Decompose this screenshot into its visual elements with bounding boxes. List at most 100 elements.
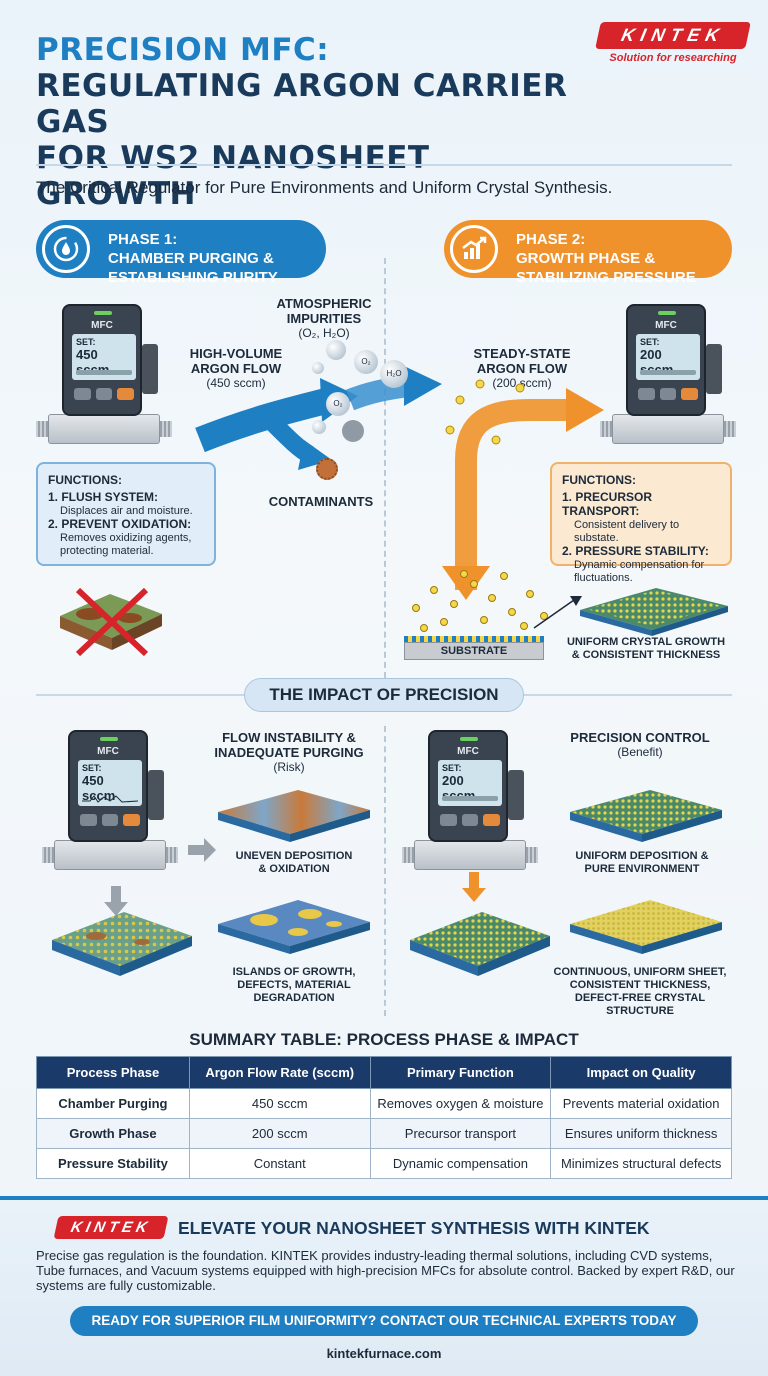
website-link[interactable]: kintekfurnace.com xyxy=(326,1346,442,1361)
mfc-display: SET: 200 sccm xyxy=(636,334,700,380)
risk-title: FLOW INSTABILITY & INADEQUATE PURGING (R… xyxy=(214,730,364,774)
risk-label-1: UNEVEN DEPOSITION & OXIDATION xyxy=(235,850,353,875)
phase2-flow-arrows xyxy=(442,379,604,600)
growth-chart-icon xyxy=(450,225,498,273)
mfc-label: MFC xyxy=(655,320,677,331)
uniform-crystal-sheet xyxy=(580,588,728,636)
uneven-deposition-sample xyxy=(218,790,370,842)
gray-down-arrow xyxy=(104,886,128,916)
phase1-flow-label: HIGH-VOLUME ARGON FLOW (450 sccm) xyxy=(189,346,283,390)
title-line-2: REGULATING ARGON CARRIER GAS xyxy=(36,68,568,140)
gray-right-arrow xyxy=(188,838,216,862)
orange-down-arrow xyxy=(462,872,486,902)
footer-logo: KINTEK xyxy=(53,1216,169,1239)
impurity-bubble xyxy=(312,362,324,374)
phase-divider xyxy=(384,258,386,678)
table-cell: Minimizes structural defects xyxy=(550,1148,732,1179)
summary-table: Process Phase Argon Flow Rate (sccm) Pri… xyxy=(36,1056,732,1179)
logo-tagline: Solution for researching xyxy=(609,52,737,64)
mfc-display: SET: 200 sccm xyxy=(438,760,502,806)
table-cell: Precursor transport xyxy=(369,1118,552,1149)
contaminants-label: CONTAMINANTS xyxy=(268,494,374,509)
table-cell: Removes oxygen & moisture xyxy=(369,1088,552,1119)
impurities-label: ATMOSPHERIC IMPURITIES (O₂, H₂O) xyxy=(276,296,372,340)
kintek-logo: KINTEK Solution for researching xyxy=(595,22,751,64)
phase1-mfc-device: MFC SET: 450 sccm xyxy=(36,304,172,454)
benefit-label-2: CONTINUOUS, UNIFORM SHEET, CONSISTENT TH… xyxy=(553,966,727,1017)
phase2-banner: PHASE 2: GROWTH PHASE & STABILIZING PRES… xyxy=(444,220,732,286)
mfc-set-label: SET: xyxy=(76,337,96,347)
col-header: Argon Flow Rate (sccm) xyxy=(188,1056,371,1089)
phase1-title-1: PHASE 1: xyxy=(108,231,178,248)
impurity-bubble xyxy=(326,340,346,360)
mfc-label: MFC xyxy=(457,746,479,757)
phase2-title-3: STABILIZING PRESSURE xyxy=(516,269,696,286)
mfc-label: MFC xyxy=(91,320,113,331)
purge-drop-icon xyxy=(42,225,90,273)
impurity-bubble xyxy=(312,420,326,434)
phase2-title-1: PHASE 2: xyxy=(516,231,586,248)
defective-crystal-sample xyxy=(52,912,192,976)
table-cell: Chamber Purging xyxy=(36,1088,190,1119)
contaminant-particle xyxy=(316,458,338,480)
table-cell: 200 sccm xyxy=(188,1118,371,1149)
substrate-block: SUBSTRATE xyxy=(404,642,544,660)
mfc-set-label: SET: xyxy=(82,763,102,773)
uniform-deposition-sample xyxy=(570,790,722,842)
benefit-label-1: UNIFORM DEPOSITION & PURE ENVIRONMENT xyxy=(575,850,709,875)
table-row: Pressure Stability Constant Dynamic comp… xyxy=(36,1148,732,1179)
contaminant-particle xyxy=(342,420,364,442)
phase2-functions-box: FUNCTIONS: 1. PRECURSOR TRANSPORT: Consi… xyxy=(550,462,732,584)
footer-headline: ELEVATE YOUR NANOSHEET SYNTHESIS WITH KI… xyxy=(178,1218,650,1238)
table-cell: Ensures uniform thickness xyxy=(550,1118,732,1149)
subtitle: The Critical Regulator for Pure Environm… xyxy=(36,178,613,197)
h2o-bubble: H₂O xyxy=(380,360,408,388)
table-cell: Prevents material oxidation xyxy=(550,1088,732,1119)
risk-label-2: ISLANDS OF GROWTH, DEFECTS, MATERIAL DEG… xyxy=(232,966,356,1004)
phase1-title-3: ESTABLISHING PURITY xyxy=(108,269,278,286)
title-line-1: PRECISION MFC: xyxy=(36,32,330,68)
oxidized-sample-crossed xyxy=(60,587,162,657)
phase2-flow-label: STEADY-STATE ARGON FLOW (200 sccm) xyxy=(473,346,571,390)
contact-experts-button[interactable]: READY FOR SUPERIOR FILM UNIFORMITY? CONT… xyxy=(70,1306,698,1336)
benefit-mfc-device: MFC SET: 200 sccm xyxy=(402,730,538,880)
table-row: Chamber Purging 450 sccm Removes oxygen … xyxy=(36,1088,732,1119)
impact-divider-vertical xyxy=(384,726,386,1016)
islands-growth-sample xyxy=(218,900,370,954)
phase2-result-label: UNIFORM CRYSTAL GROWTH & CONSISTENT THIC… xyxy=(566,636,726,661)
pointer-arrow xyxy=(533,596,582,629)
phase1-banner: PHASE 1: CHAMBER PURGING & ESTABLISHING … xyxy=(36,220,326,286)
mfc-set-label: SET: xyxy=(640,337,660,347)
o2-bubble-2: O₂ xyxy=(326,392,350,416)
table-cell: Pressure Stability xyxy=(36,1148,190,1179)
footer-logo-wordmark: KINTEK xyxy=(53,1216,169,1239)
table-header-row: Process Phase Argon Flow Rate (sccm) Pri… xyxy=(36,1056,732,1089)
col-header: Process Phase xyxy=(36,1056,190,1089)
page-title: PRECISION MFC: REGULATING ARGON CARRIER … xyxy=(36,32,576,212)
phase2-mfc-device: MFC SET: 200 sccm xyxy=(600,304,736,454)
benefit-title: PRECISION CONTROL (Benefit) xyxy=(570,730,710,759)
deposited-layer xyxy=(404,636,544,642)
o2-bubble: O₂ xyxy=(354,350,378,374)
impact-heading: THE IMPACT OF PRECISION xyxy=(244,678,524,712)
table-cell: Growth Phase xyxy=(36,1118,190,1149)
mfc-label: MFC xyxy=(97,746,119,757)
col-header: Impact on Quality xyxy=(550,1056,732,1089)
phase1-flow-arrows xyxy=(195,366,442,470)
table-row: Growth Phase 200 sccm Precursor transpor… xyxy=(36,1118,732,1149)
unstable-signal-icon xyxy=(82,795,138,803)
phase1-functions-box: FUNCTIONS: 1. FLUSH SYSTEM: Displaces ai… xyxy=(36,462,216,566)
risk-mfc-device: MFC SET: 450 sccm xyxy=(42,730,178,880)
mfc-set-label: SET: xyxy=(442,763,462,773)
col-header: Primary Function xyxy=(369,1056,552,1089)
table-cell: Dynamic compensation xyxy=(369,1148,552,1179)
uniform-sheet-sample xyxy=(570,900,722,954)
precursor-particles xyxy=(412,570,548,632)
phase1-title-2: CHAMBER PURGING & xyxy=(108,250,274,267)
summary-title: SUMMARY TABLE: PROCESS PHASE & IMPACT xyxy=(189,1030,579,1049)
table-cell: 450 sccm xyxy=(188,1088,371,1119)
mfc-display-unstable: SET: 450 sccm xyxy=(78,760,142,806)
footer-body: Precise gas regulation is the foundation… xyxy=(36,1248,735,1293)
title-line-3: FOR WS2 NANOSHEET GROWTH xyxy=(36,140,430,212)
table-cell: Constant xyxy=(188,1148,371,1179)
